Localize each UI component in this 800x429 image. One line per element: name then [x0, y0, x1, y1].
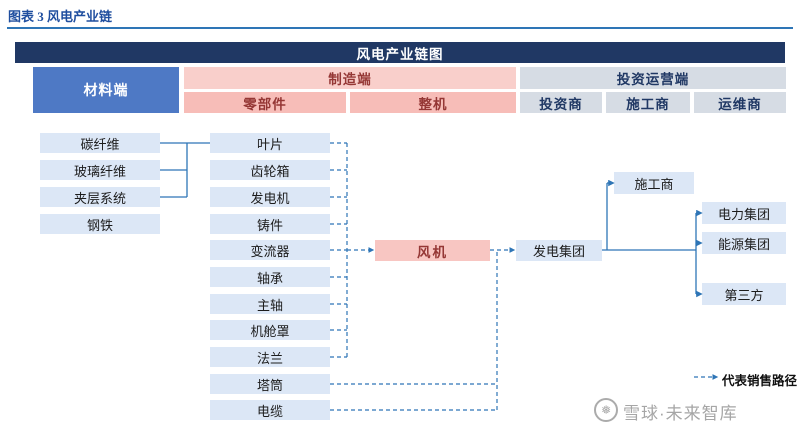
header-components: 零部件: [184, 92, 346, 113]
node-power-co: 电力集团: [702, 202, 786, 224]
node-power-group: 发电集团: [516, 240, 602, 261]
diagram-title: 风电产业链图: [15, 42, 785, 63]
header-materials: 材料端: [33, 67, 179, 113]
node-constructor: 施工商: [614, 172, 694, 194]
header-investor: 投资商: [520, 92, 602, 113]
component-main-shaft: 主轴: [210, 294, 330, 314]
component-tower: 塔筒: [210, 374, 330, 394]
component-flange: 法兰: [210, 347, 330, 367]
component-cable: 电缆: [210, 400, 330, 420]
component-casting: 铸件: [210, 214, 330, 234]
watermark-text: 雪球·未来智库: [623, 404, 738, 423]
component-generator: 发电机: [210, 187, 330, 207]
header-manufacturing: 制造端: [184, 67, 516, 89]
header-whole-machine: 整机: [350, 92, 516, 113]
figure-caption: 图表 3 风电产业链: [8, 9, 113, 24]
component-bearing: 轴承: [210, 267, 330, 287]
header-constructor: 施工商: [606, 92, 690, 113]
material-steel: 钢铁: [40, 214, 160, 234]
material-carbon-fiber: 碳纤维: [40, 133, 160, 153]
node-wind-turbine: 风机: [375, 240, 490, 261]
component-nacelle-cover: 机舱罩: [210, 320, 330, 340]
caption-divider: [7, 27, 793, 29]
header-operator: 运维商: [694, 92, 786, 113]
xueqiu-logo-icon: ❅: [594, 398, 618, 422]
node-third-party: 第三方: [702, 283, 786, 305]
component-gearbox: 齿轮箱: [210, 160, 330, 180]
legend-sales-path-label: 代表销售路径: [722, 374, 798, 388]
header-investment-ops: 投资运营端: [520, 67, 786, 89]
component-converter: 变流器: [210, 240, 330, 260]
material-sandwich-system: 夹层系统: [40, 187, 160, 207]
node-energy-co: 能源集团: [702, 232, 786, 254]
material-glass-fiber: 玻璃纤维: [40, 160, 160, 180]
component-blade: 叶片: [210, 133, 330, 153]
